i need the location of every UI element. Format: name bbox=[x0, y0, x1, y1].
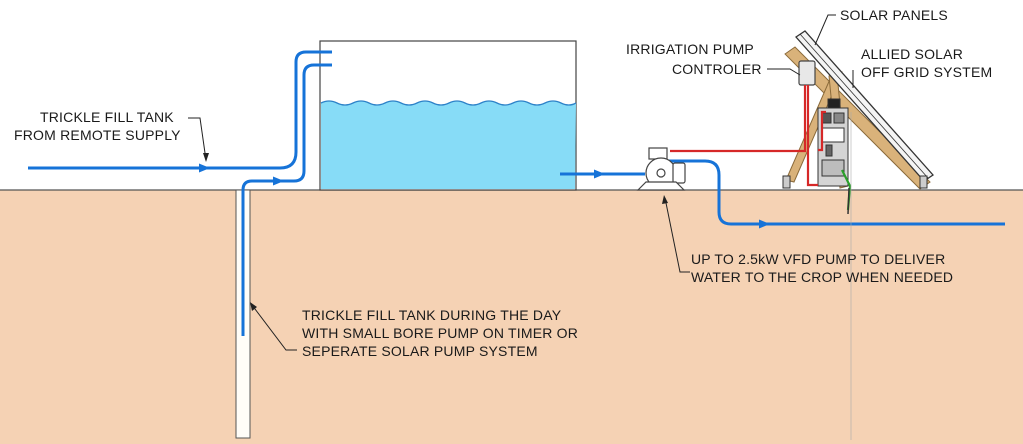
arrow-remote bbox=[199, 163, 210, 173]
remote-supply-pipe bbox=[28, 50, 332, 170]
label-controller-1: IRRIGATION PUMP bbox=[626, 41, 754, 57]
tank-water-surface bbox=[320, 100, 577, 106]
label-bore-3: SEPERATE SOLAR PUMP SYSTEM bbox=[302, 343, 538, 359]
delivery-pipe bbox=[666, 159, 1005, 226]
label-bore-1: TRICKLE FILL TANK DURING THE DAY bbox=[302, 307, 562, 323]
flow-arrows bbox=[199, 163, 770, 229]
label-pump-1: UP TO 2.5kW VFD PUMP TO DELIVER bbox=[691, 251, 945, 267]
arrow-bore bbox=[273, 176, 284, 186]
label-system-2: OFF GRID SYSTEM bbox=[861, 64, 992, 80]
wiring bbox=[670, 85, 852, 211]
label-remote-supply-1: TRICKLE FILL TANK bbox=[40, 109, 174, 125]
frame-feet bbox=[782, 175, 928, 189]
red-wire-pump bbox=[670, 85, 807, 153]
label-bore-2: WITH SMALL BORE PUMP ON TIMER OR bbox=[302, 325, 578, 341]
leader-lines bbox=[188, 14, 854, 351]
earth-stake-icon bbox=[847, 187, 850, 215]
pump-motor-icon bbox=[636, 147, 686, 191]
leader-arrowheads bbox=[203, 153, 668, 311]
label-solar-panels: SOLAR PANELS bbox=[840, 7, 948, 23]
label-controller-2: CONTROLER bbox=[672, 61, 762, 77]
tank-water bbox=[321, 101, 576, 189]
arrow-crop bbox=[759, 219, 770, 229]
ground bbox=[0, 190, 1023, 444]
solar-panel-icon bbox=[795, 30, 934, 182]
bore-pipe bbox=[241, 63, 332, 336]
label-remote-supply-2: FROM REMOTE SUPPLY bbox=[14, 127, 181, 143]
arrow-outlet bbox=[594, 169, 605, 179]
red-wire-panel bbox=[818, 110, 826, 152]
red-wire-cabinet bbox=[806, 85, 818, 187]
label-system-1: ALLIED SOLAR bbox=[861, 46, 963, 62]
label-pump-2: WATER TO THE CROP WHEN NEEDED bbox=[691, 269, 953, 285]
controller-box-icon bbox=[798, 60, 816, 86]
